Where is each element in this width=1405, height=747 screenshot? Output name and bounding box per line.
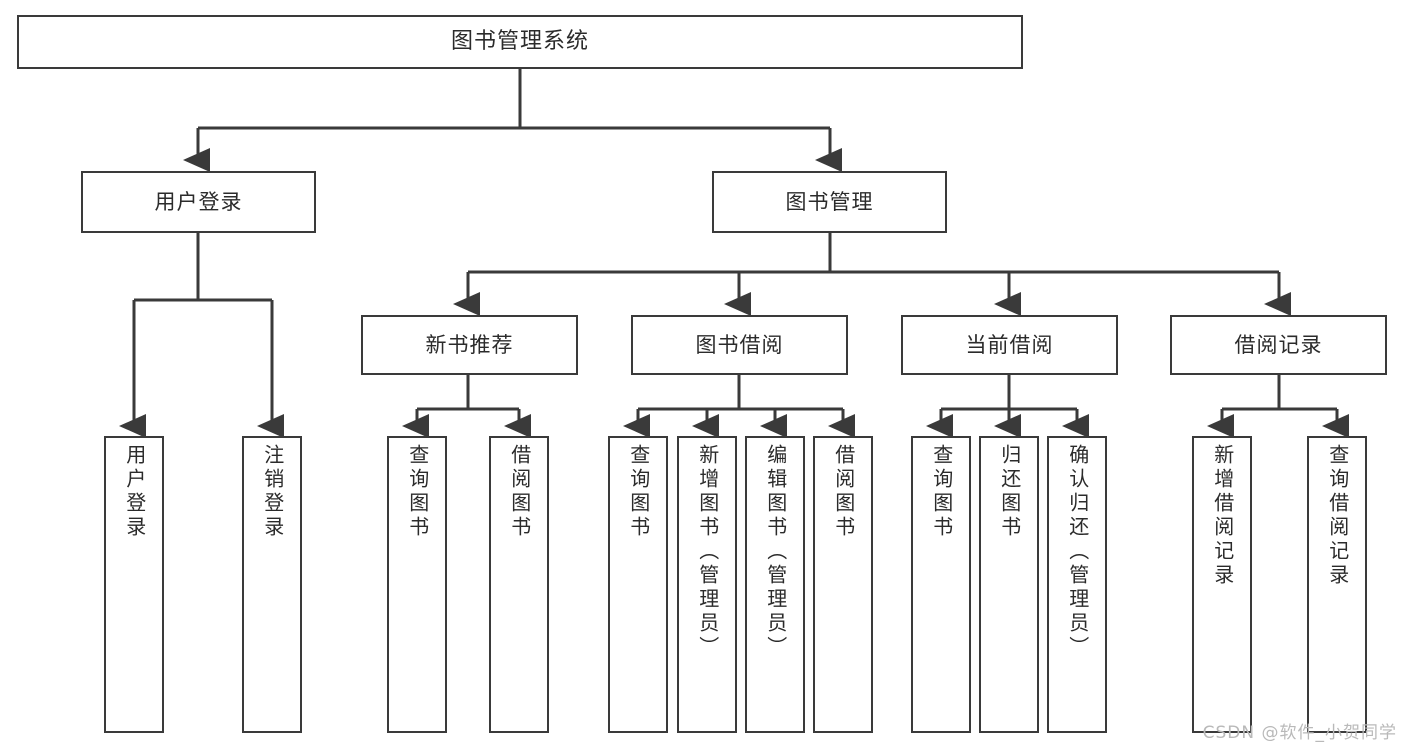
node-leaf-confirm-return-label: 确认归还（管理员）: [1065, 444, 1090, 660]
node-leaf-logout-login-label: 注销登录: [260, 444, 285, 540]
node-leaf-return-book[interactable]: 归还图书: [979, 436, 1039, 733]
node-root[interactable]: 图书管理系统: [17, 15, 1023, 69]
node-book-borrow[interactable]: 图书借阅: [631, 315, 848, 375]
node-leaf-query-record-label: 查询借阅记录: [1325, 444, 1350, 588]
node-leaf-add-record-label: 新增借阅记录: [1210, 444, 1235, 588]
node-borrow-record-label: 借阅记录: [1234, 332, 1323, 357]
node-leaf-query-book-1[interactable]: 查询图书: [387, 436, 447, 733]
node-leaf-user-login[interactable]: 用户登录: [104, 436, 164, 733]
node-leaf-add-record[interactable]: 新增借阅记录: [1192, 436, 1252, 733]
node-book-manage[interactable]: 图书管理: [712, 171, 947, 233]
node-leaf-query-book-1-label: 查询图书: [405, 444, 430, 540]
node-leaf-query-record[interactable]: 查询借阅记录: [1307, 436, 1367, 733]
node-leaf-edit-book-label: 编辑图书（管理员）: [763, 444, 788, 660]
node-current-borrow[interactable]: 当前借阅: [901, 315, 1118, 375]
node-leaf-borrow-book-1-label: 借阅图书: [507, 444, 532, 540]
node-leaf-query-book-2[interactable]: 查询图书: [608, 436, 668, 733]
node-current-borrow-label: 当前借阅: [965, 332, 1054, 357]
node-leaf-confirm-return[interactable]: 确认归还（管理员）: [1047, 436, 1107, 733]
node-leaf-borrow-book-2[interactable]: 借阅图书: [813, 436, 873, 733]
node-leaf-add-book[interactable]: 新增图书（管理员）: [677, 436, 737, 733]
node-leaf-edit-book[interactable]: 编辑图书（管理员）: [745, 436, 805, 733]
node-new-book-recommend-label: 新书推荐: [425, 332, 514, 357]
node-leaf-borrow-book-1[interactable]: 借阅图书: [489, 436, 549, 733]
node-book-manage-label: 图书管理: [785, 189, 874, 214]
node-leaf-query-book-3-label: 查询图书: [929, 444, 954, 540]
node-user-login[interactable]: 用户登录: [81, 171, 316, 233]
node-new-book-recommend[interactable]: 新书推荐: [361, 315, 578, 375]
node-borrow-record[interactable]: 借阅记录: [1170, 315, 1387, 375]
node-leaf-add-book-label: 新增图书（管理员）: [695, 444, 720, 660]
node-leaf-query-book-2-label: 查询图书: [626, 444, 651, 540]
node-book-borrow-label: 图书借阅: [695, 332, 784, 357]
node-leaf-borrow-book-2-label: 借阅图书: [831, 444, 856, 540]
node-leaf-query-book-3[interactable]: 查询图书: [911, 436, 971, 733]
node-leaf-user-login-label: 用户登录: [122, 444, 147, 540]
node-user-login-label: 用户登录: [154, 189, 243, 214]
node-leaf-logout-login[interactable]: 注销登录: [242, 436, 302, 733]
node-leaf-return-book-label: 归还图书: [997, 444, 1022, 540]
node-root-label: 图书管理系统: [450, 29, 589, 55]
